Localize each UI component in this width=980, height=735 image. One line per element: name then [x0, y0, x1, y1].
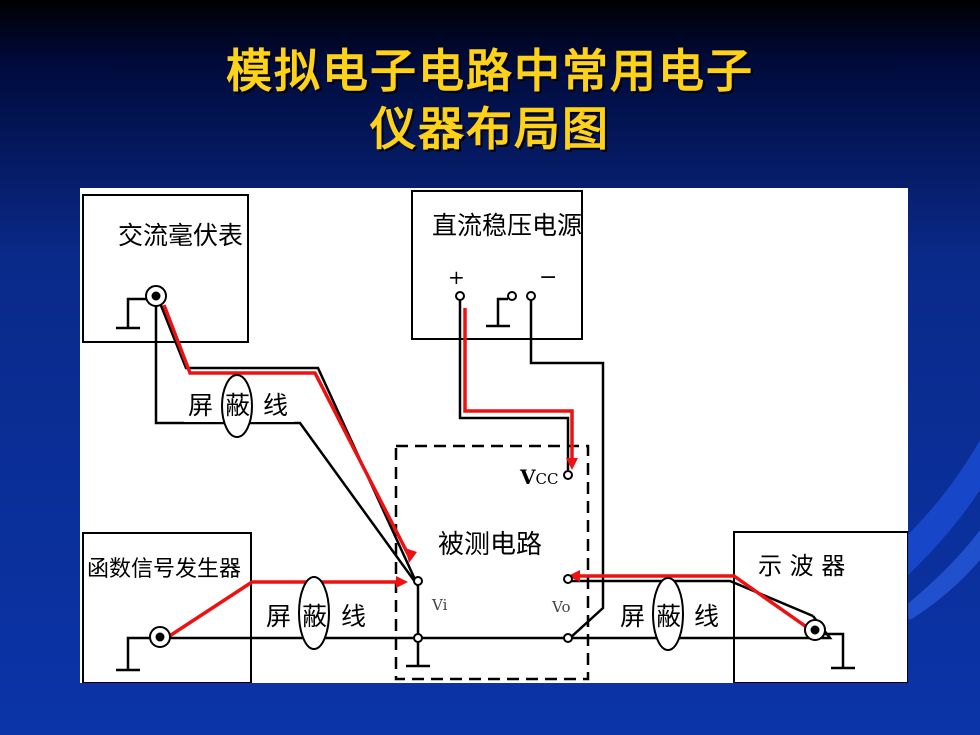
ground-symbols	[116, 297, 855, 672]
signal-lines	[162, 304, 810, 639]
shield-ellipse-right	[652, 577, 684, 651]
title-line-2: 仪器布局图	[370, 102, 610, 156]
svg-text:屏: 屏	[188, 391, 213, 420]
dc-power-supply-box	[411, 190, 583, 340]
ac-millivoltmeter-label: 交流毫伏表	[118, 221, 243, 250]
svg-text:蔽: 蔽	[225, 391, 250, 420]
svg-text:屏: 屏	[620, 602, 645, 631]
instrument-layout-diagram: 交流毫伏表 直流稳压电源 + − 函数信号发生器 示 波 器 被测电路 VCC …	[80, 188, 908, 683]
signal-arrowheads	[396, 458, 580, 588]
svg-text:线: 线	[341, 602, 366, 631]
shield-label-top: 屏 蔽 线	[184, 374, 294, 438]
svg-text:蔽: 蔽	[302, 602, 327, 631]
svg-text:屏: 屏	[266, 602, 291, 631]
shield-label-left: 屏 蔽 线	[260, 576, 370, 650]
terminals	[145, 285, 826, 648]
function-generator-label: 函数信号发生器	[87, 557, 241, 582]
ac-millivoltmeter-box	[82, 194, 249, 343]
diagram-background	[80, 188, 908, 683]
svg-text:蔽: 蔽	[656, 602, 681, 631]
shield-ellipse-left	[298, 576, 330, 650]
circuit-under-test-label: 被测电路	[438, 530, 542, 560]
title-line-1: 模拟电子电路中常用电子	[226, 44, 754, 98]
plus-sign: +	[448, 265, 465, 289]
vcc-label: VCC	[519, 465, 559, 489]
shield-label-right: 屏 蔽 线	[615, 577, 725, 651]
slide-title: 模拟电子电路中常用电子 仪器布局图	[0, 42, 980, 158]
circuit-under-test-box	[394, 444, 590, 681]
minus-sign: −	[539, 265, 557, 290]
shield-ellipse-top	[221, 374, 253, 438]
svg-text:线: 线	[694, 602, 719, 631]
function-generator-box	[82, 532, 252, 683]
oscilloscope-label: 示 波 器	[758, 552, 845, 580]
oscilloscope-box	[733, 531, 908, 683]
vo-label: Vo	[551, 598, 571, 616]
svg-text:线: 线	[263, 391, 288, 420]
dc-power-supply-label: 直流稳压电源	[432, 211, 582, 240]
vi-label: Vi	[431, 596, 448, 614]
